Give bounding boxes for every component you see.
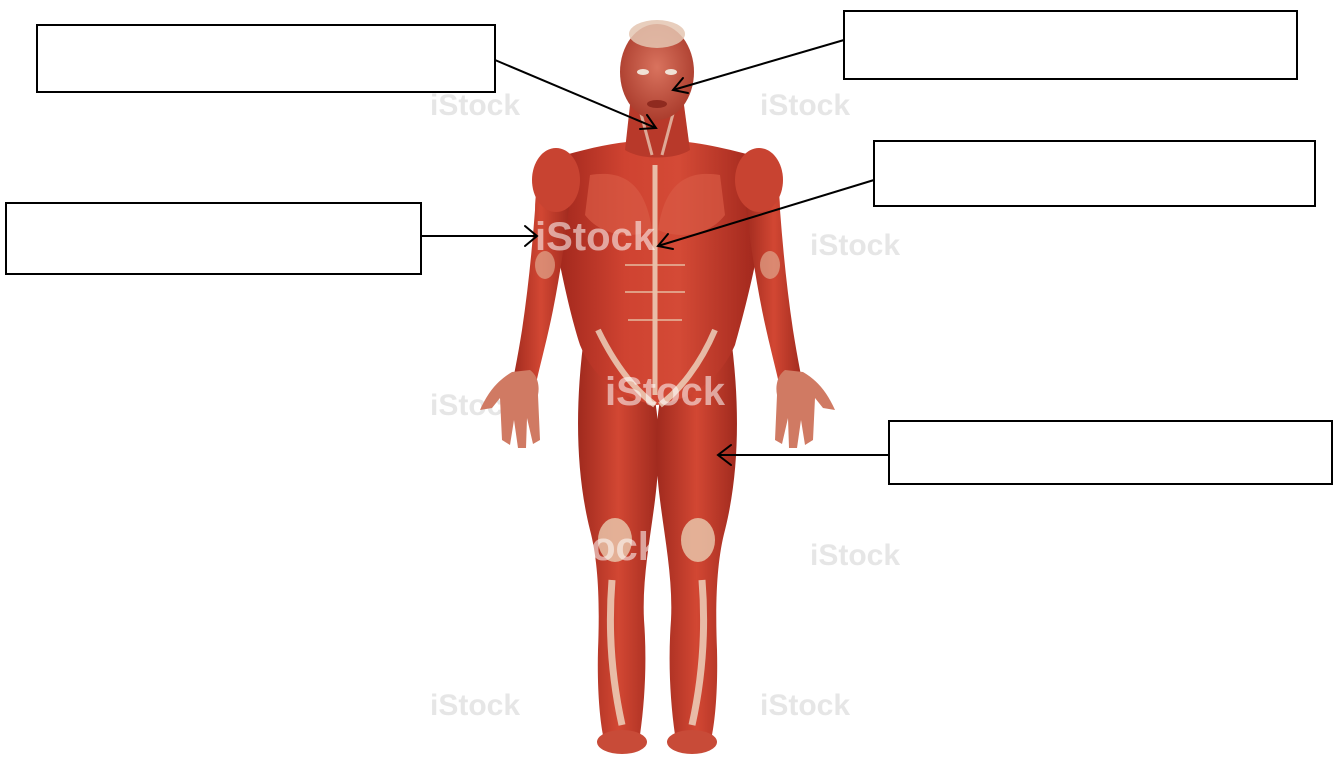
svg-text:iStock: iStock (535, 215, 656, 259)
label-neck[interactable] (37, 25, 495, 92)
svg-text:iStock: iStock (760, 89, 850, 122)
right-hand (775, 370, 835, 448)
svg-text:iStock: iStock (430, 89, 520, 122)
label-box-arm[interactable] (6, 203, 421, 274)
label-thigh[interactable] (889, 421, 1332, 484)
svg-text:iStock: iStock (540, 525, 661, 569)
label-box-face[interactable] (844, 11, 1297, 79)
svg-text:iStock: iStock (760, 689, 850, 722)
svg-text:iStock: iStock (605, 370, 726, 414)
svg-text:iStock: iStock (430, 689, 520, 722)
label-box-chest[interactable] (874, 141, 1315, 206)
leader-arm (421, 226, 537, 246)
label-box-neck[interactable] (37, 25, 495, 92)
label-chest[interactable] (874, 141, 1315, 206)
leader-face (673, 40, 844, 93)
label-box-thigh[interactable] (889, 421, 1332, 484)
label-face[interactable] (844, 11, 1297, 79)
label-arm[interactable] (6, 203, 421, 274)
svg-text:iStock: iStock (810, 539, 900, 572)
svg-text:iStock: iStock (810, 229, 900, 262)
leader-thigh (718, 445, 889, 465)
